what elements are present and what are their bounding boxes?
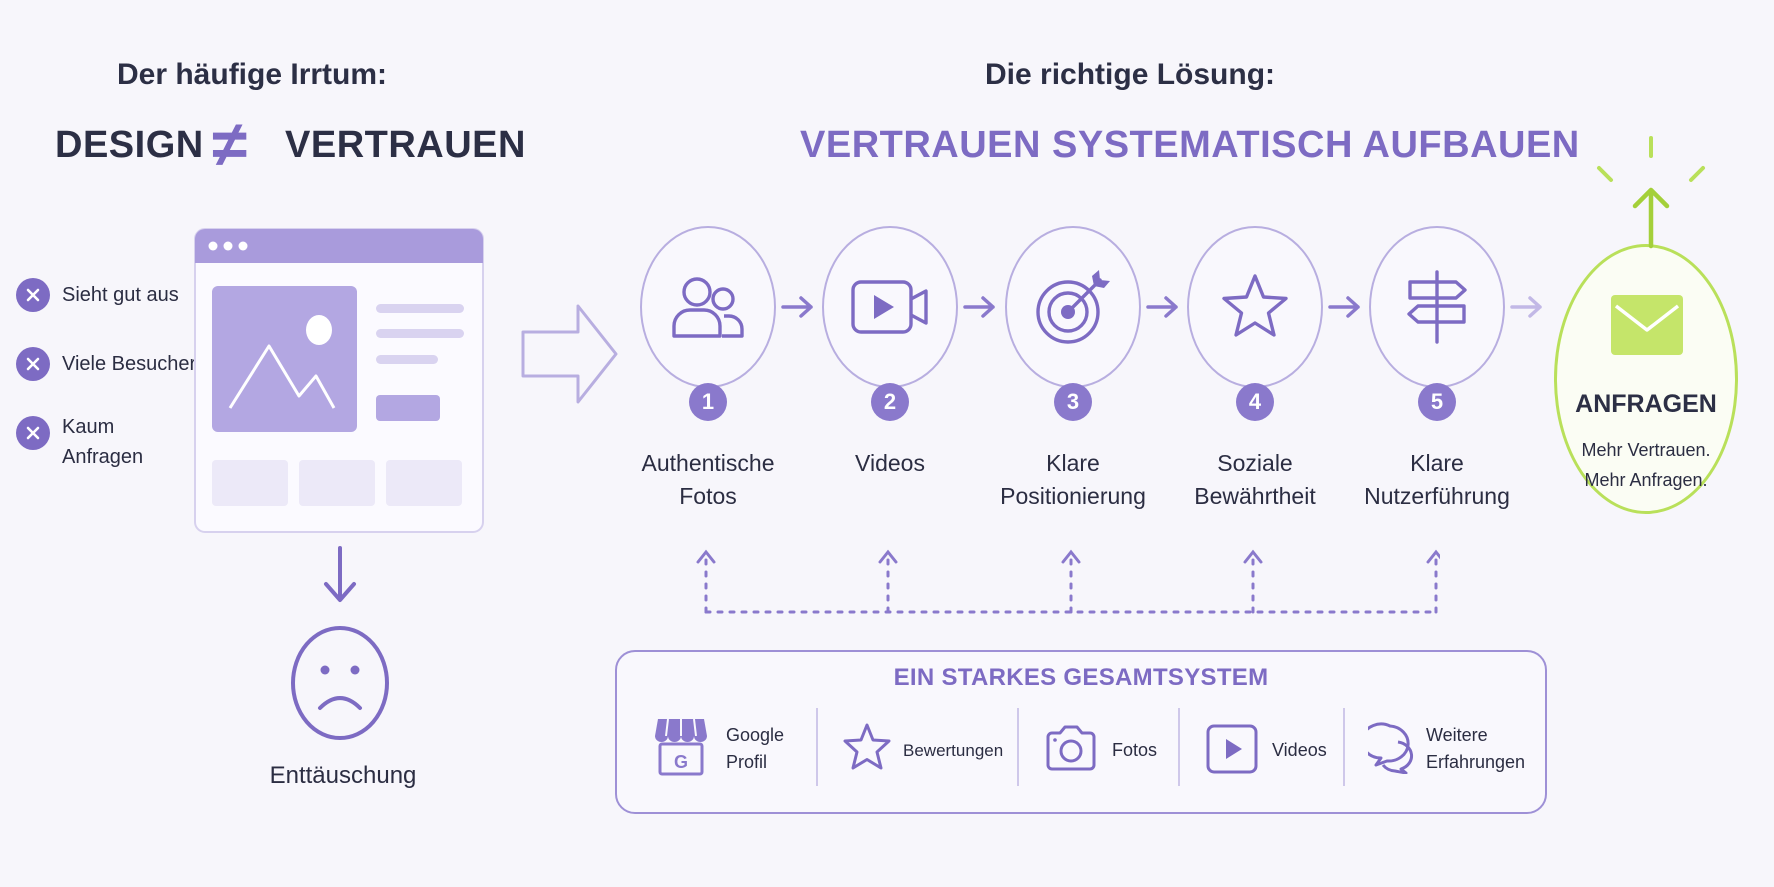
step-circle-4 xyxy=(1187,226,1323,388)
x-mark-icon xyxy=(16,347,50,381)
system-label-line: Google xyxy=(726,725,785,745)
design-word: DESIGN xyxy=(55,124,204,166)
step-label-line: Positionierung xyxy=(1000,483,1146,509)
step-label-1: Authentische Fotos xyxy=(618,447,798,513)
users-icon xyxy=(672,277,744,338)
arrow-right-icon xyxy=(1146,295,1180,319)
system-item-label: Fotos xyxy=(1112,740,1158,760)
step-label-5: Klare Nutzerführung xyxy=(1347,447,1527,513)
arrow-right-icon xyxy=(963,295,997,319)
solution-title: VERTRAUEN SYSTEMATISCH AUFBAUEN xyxy=(800,124,1580,166)
arrow-right-icon xyxy=(1328,295,1362,319)
step-badge-1: 1 xyxy=(689,383,727,421)
step-label-3: Klare Positionierung xyxy=(983,447,1163,513)
x-mark-icon xyxy=(16,416,50,450)
star-outline-icon xyxy=(842,722,892,772)
step-label-line: Nutzerführung xyxy=(1364,483,1510,509)
step-label-4: Soziale Bewährtheit xyxy=(1165,447,1345,513)
divider xyxy=(1343,708,1345,786)
camera-icon xyxy=(1045,725,1097,771)
signpost-icon xyxy=(1407,270,1467,344)
x-mark-icon xyxy=(16,278,50,312)
chat-bubbles-icon xyxy=(1368,722,1416,774)
big-arrow-right-icon xyxy=(520,302,620,406)
misconception-item: Sieht gut aus xyxy=(16,278,179,312)
misconception-heading: Der häufige Irrtum: xyxy=(117,58,388,91)
misconception-label: Anfragen xyxy=(62,446,144,468)
system-item-label: Weitere Erfahrungen xyxy=(1426,722,1525,776)
step-circle-3 xyxy=(1005,226,1141,388)
step-badge-4: 4 xyxy=(1236,383,1274,421)
step-label-line: Klare xyxy=(1046,450,1100,476)
step-circle-2 xyxy=(822,226,958,388)
google-store-icon: G xyxy=(654,716,708,776)
final-line-2: Mehr Anfragen. xyxy=(1584,470,1708,490)
step-badge-5: 5 xyxy=(1418,383,1456,421)
solution-heading: Die richtige Lösung: xyxy=(985,58,1276,91)
misconception-item: Kaum Anfragen xyxy=(16,416,143,472)
step-badge-2: 2 xyxy=(871,383,909,421)
system-item-label: Google Profil xyxy=(726,722,784,776)
burst-arrow-up-icon xyxy=(1595,134,1707,250)
sad-face-icon xyxy=(290,624,390,742)
not-equal-icon: ≠ xyxy=(212,108,248,180)
svg-text:G: G xyxy=(674,752,688,772)
step-label-line: Videos xyxy=(855,450,925,476)
final-result-oval xyxy=(1554,244,1738,514)
system-label-line: Profil xyxy=(726,752,768,772)
step-label-line: Authentische xyxy=(641,450,775,476)
step-badge-3: 3 xyxy=(1054,383,1092,421)
misconception-item: Viele Besucher xyxy=(16,347,196,381)
step-label-line: Bewährtheit xyxy=(1194,483,1316,509)
trust-word: VERTRAUEN xyxy=(285,124,526,166)
play-icon xyxy=(1206,724,1258,774)
system-item-label: Videos xyxy=(1272,740,1327,760)
divider xyxy=(1017,708,1019,786)
step-label-2: Videos xyxy=(800,447,980,480)
misconception-label: Kaum xyxy=(62,416,115,438)
misconception-label: Viele Besucher xyxy=(62,353,197,375)
final-title: ANFRAGEN xyxy=(1575,390,1717,418)
disappointment-label: Enttäuschung xyxy=(269,762,417,789)
envelope-icon xyxy=(1610,294,1684,356)
system-title: EIN STARKES GESAMTSYSTEM xyxy=(893,664,1269,691)
arrow-down-icon xyxy=(322,546,358,604)
divider xyxy=(816,708,818,786)
divider xyxy=(1178,708,1180,786)
arrow-right-icon xyxy=(1510,295,1544,319)
website-mockup-icon xyxy=(194,228,484,533)
system-label-line: Weitere xyxy=(1426,725,1488,745)
step-label-line: Soziale xyxy=(1217,450,1293,476)
misconception-label: Sieht gut aus xyxy=(62,284,179,306)
step-circle-1 xyxy=(640,226,776,388)
star-icon xyxy=(1222,274,1288,337)
video-camera-icon xyxy=(851,280,928,334)
step-label-line: Klare xyxy=(1410,450,1464,476)
step-label-line: Fotos xyxy=(679,483,737,509)
dotted-connector-lines xyxy=(690,548,1440,616)
target-icon xyxy=(1036,270,1110,344)
arrow-right-icon xyxy=(781,295,815,319)
system-label-line: Erfahrungen xyxy=(1426,752,1526,772)
step-circle-5 xyxy=(1369,226,1505,388)
system-item-label: Bewertungen xyxy=(903,741,1004,760)
final-line-1: Mehr Vertrauen. xyxy=(1581,440,1711,460)
